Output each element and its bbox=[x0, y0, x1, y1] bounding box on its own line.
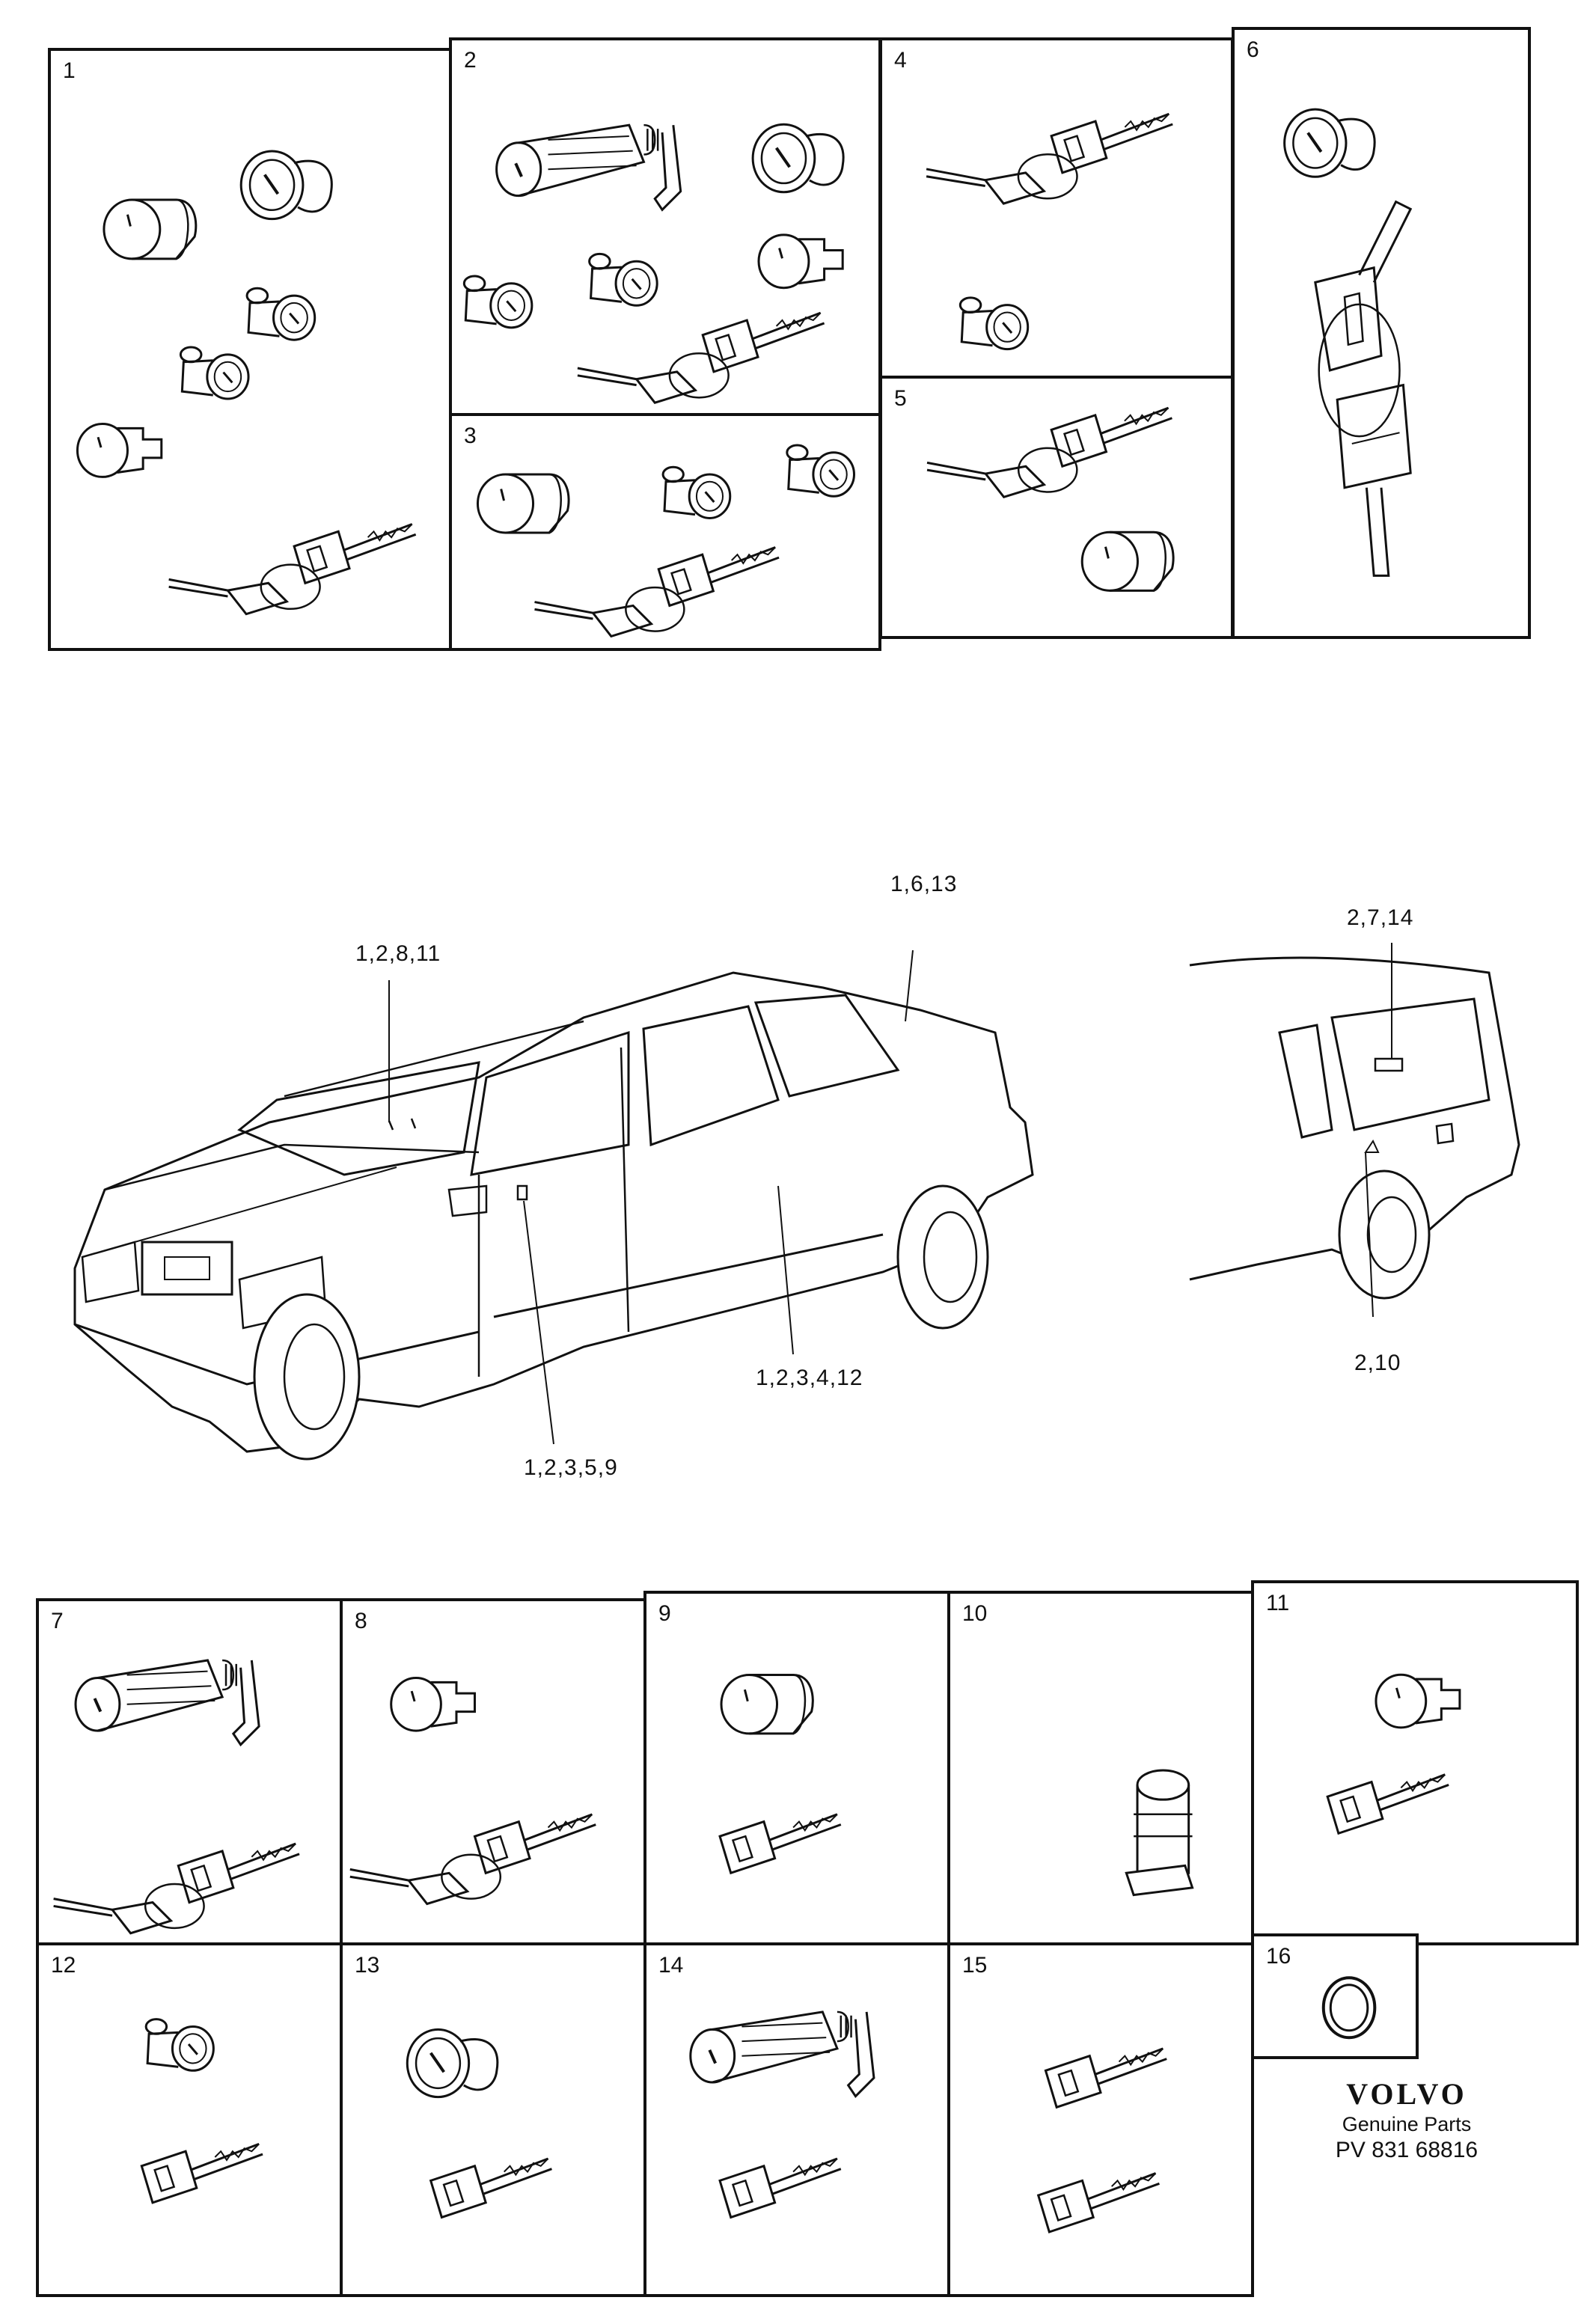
panel-number: 14 bbox=[658, 1953, 684, 1978]
panel-4: 4 bbox=[879, 37, 1234, 379]
lock-cylinder bbox=[245, 287, 317, 341]
callout-trunk-lock: 1,6,13 bbox=[890, 872, 958, 896]
panel-number: 5 bbox=[894, 386, 907, 411]
panel-7-parts bbox=[39, 1659, 340, 1942]
panel-13-parts bbox=[406, 2028, 553, 2218]
lock-cylinder bbox=[239, 150, 334, 221]
callout-front-door-lock: 1,2,3,5,9 bbox=[524, 1455, 618, 1480]
brand-subtitle: Genuine Parts bbox=[1342, 2113, 1472, 2135]
key-set bbox=[350, 1814, 596, 1904]
lock-cylinder bbox=[477, 473, 570, 534]
lock-cylinder bbox=[751, 123, 846, 194]
panel-10: 10 bbox=[947, 1591, 1254, 1945]
key-set bbox=[169, 524, 416, 614]
part-reference: PV 831 68816 bbox=[1335, 2138, 1479, 2162]
lock-cylinder bbox=[74, 1659, 261, 1746]
panel-15: 15 bbox=[947, 1942, 1254, 2297]
key bbox=[718, 2157, 843, 2218]
volvo-logo: VOLVO bbox=[1346, 2077, 1467, 2111]
panel-13: 13 bbox=[340, 1942, 646, 2297]
panel-14-parts bbox=[688, 2010, 875, 2218]
lock-cylinder bbox=[958, 296, 1030, 351]
panel-10-parts bbox=[950, 1594, 1251, 1942]
panel-6: 6 bbox=[1232, 27, 1531, 639]
sedan-illustration bbox=[60, 928, 1092, 1496]
callout-wagon-fuel: 2,10 bbox=[1354, 1351, 1401, 1375]
key-set bbox=[927, 408, 1172, 497]
panel-5: 5 bbox=[879, 376, 1234, 639]
callout-hood-lock: 1,2,8,11 bbox=[355, 941, 441, 966]
panel-8: 8 bbox=[340, 1598, 646, 1945]
key-set bbox=[926, 114, 1172, 204]
panel-16-parts bbox=[1254, 1936, 1416, 2056]
panel-12-parts bbox=[140, 2018, 264, 2204]
key-set bbox=[578, 313, 825, 403]
lock-cylinder bbox=[76, 423, 163, 478]
panel-9: 9 bbox=[643, 1591, 950, 1945]
panel-3-parts bbox=[477, 444, 855, 648]
panel-number: 11 bbox=[1266, 1591, 1290, 1615]
panel-number: 1 bbox=[63, 58, 76, 83]
lock-cylinder bbox=[757, 233, 844, 290]
key bbox=[429, 2157, 553, 2218]
key bbox=[140, 2142, 264, 2204]
panel-2: 2 bbox=[449, 37, 881, 416]
lock-cylinder bbox=[688, 2010, 875, 2098]
lock-cylinder bbox=[1282, 108, 1377, 179]
panel-15-parts bbox=[1037, 2047, 1168, 2233]
panel-1-parts bbox=[76, 150, 449, 648]
panel-number: 13 bbox=[355, 1953, 380, 1978]
panel-number: 6 bbox=[1247, 37, 1259, 62]
panel-number: 16 bbox=[1266, 1944, 1291, 1969]
panel-16: 16 bbox=[1251, 1933, 1419, 2059]
panel-number: 4 bbox=[894, 48, 907, 73]
lock-cylinder bbox=[661, 465, 732, 519]
lock-cylinder bbox=[588, 252, 658, 307]
key bbox=[1037, 2172, 1161, 2233]
panel-number: 9 bbox=[658, 1601, 671, 1626]
panel-4-parts bbox=[882, 40, 1231, 351]
key-set bbox=[54, 1844, 299, 1933]
panel-number: 8 bbox=[355, 1609, 367, 1633]
brand-block: VOLVO Genuine Parts PV 831 68816 bbox=[1265, 2076, 1549, 2163]
key bbox=[1044, 2047, 1168, 2109]
panel-5-parts bbox=[882, 379, 1175, 592]
lock-cylinder bbox=[720, 1674, 814, 1735]
key bbox=[1326, 1773, 1450, 1835]
lock-cylinder bbox=[406, 2028, 499, 2099]
lock-cylinder bbox=[462, 275, 533, 329]
panel-number: 7 bbox=[51, 1609, 64, 1633]
panel-12: 12 bbox=[36, 1942, 343, 2297]
panel-7: 7 bbox=[36, 1598, 343, 1945]
lock-cylinder bbox=[1080, 530, 1175, 592]
panel-8-parts bbox=[343, 1677, 643, 1942]
lock-cylinder bbox=[103, 198, 198, 260]
lock-cylinder bbox=[1375, 1673, 1461, 1729]
panel-9-parts bbox=[718, 1674, 843, 1874]
lock-cylinder bbox=[495, 123, 682, 212]
lock-cylinder bbox=[179, 346, 250, 400]
panel-number: 3 bbox=[464, 423, 477, 448]
panel-14: 14 bbox=[643, 1942, 950, 2297]
panel-1: 1 bbox=[48, 48, 452, 651]
key bbox=[718, 1813, 843, 1874]
panel-11: 11 bbox=[1251, 1580, 1579, 1945]
panel-number: 15 bbox=[962, 1953, 988, 1978]
wagon-illustration bbox=[1182, 928, 1534, 1347]
panel-number: 2 bbox=[464, 48, 477, 73]
panel-11-parts bbox=[1326, 1673, 1461, 1835]
lock-cylinder bbox=[144, 2018, 215, 2072]
lock-cylinder bbox=[390, 1677, 476, 1732]
panel-2-parts bbox=[462, 123, 846, 413]
panel-3: 3 bbox=[449, 413, 881, 651]
lock-cylinder bbox=[786, 444, 855, 498]
callout-rear-door-lock: 1,2,3,4,12 bbox=[756, 1366, 863, 1390]
key-set bbox=[535, 547, 780, 636]
panel-number: 12 bbox=[51, 1953, 76, 1978]
callout-wagon-tailgate: 2,7,14 bbox=[1347, 905, 1414, 930]
panel-number: 10 bbox=[962, 1601, 988, 1626]
panel-6-parts bbox=[1282, 108, 1528, 636]
